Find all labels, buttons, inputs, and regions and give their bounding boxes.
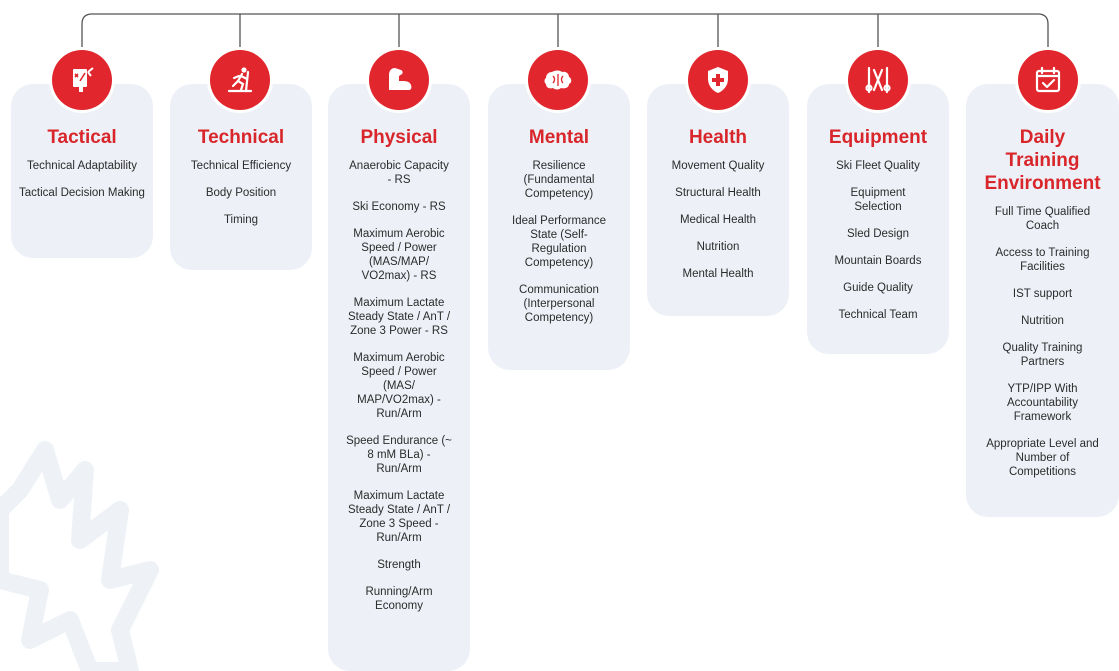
column-health: Health Movement Quality Structural Healt… [647, 84, 789, 316]
list-item: Appropriate Level and Number of Competit… [986, 438, 1099, 478]
column-title: Technical [197, 127, 285, 148]
list-item: YTP/IPP With Accountability Framework [1007, 383, 1078, 423]
list-item: Mountain Boards [834, 255, 922, 267]
list-item: Communication (Interpersonal Competency) [519, 284, 599, 324]
column-title: Daily Training Environment [984, 127, 1101, 194]
column-physical: Physical Anaerobic Capacity - RS Ski Eco… [328, 84, 470, 671]
list-item: Technical Efficiency [190, 160, 292, 172]
list-item: Nutrition [1021, 315, 1064, 327]
list-item: Guide Quality [843, 282, 913, 294]
column-tactical: Tactical Technical Adaptability Tactical… [11, 84, 153, 258]
list-item: Running/Arm Economy [365, 586, 433, 612]
item-list: Ski Fleet Quality Equipment Selection Sl… [807, 159, 949, 322]
list-item: Maximum Lactate Steady State / AnT / Zon… [347, 490, 451, 544]
item-list: Resilience (Fundamental Competency) Idea… [488, 159, 630, 325]
column-title: Mental [528, 127, 590, 148]
list-item: Sled Design [846, 228, 909, 240]
column-technical: Technical Technical Efficiency Body Posi… [170, 84, 312, 270]
item-list: Full Time Qualified Coach Access to Trai… [966, 205, 1119, 479]
ski-poles-icon [848, 50, 908, 110]
list-item: Nutrition [696, 241, 740, 253]
list-item: Speed Endurance (~ 8 mM BLa) - Run/Arm [346, 435, 452, 475]
list-item: Quality Training Partners [1002, 342, 1083, 368]
list-item: Equipment Selection [850, 187, 906, 213]
list-item: Body Position [205, 187, 277, 199]
list-item: Technical Adaptability [27, 160, 137, 172]
medical-shield-icon [688, 50, 748, 110]
column-title: Physical [360, 127, 438, 148]
list-item: Ski Economy - RS [352, 201, 446, 213]
list-item: Access to Training Facilities [995, 247, 1090, 273]
list-item: Medical Health [679, 214, 757, 226]
maple-leaf-watermark [0, 441, 159, 671]
list-item: Technical Team [838, 309, 918, 321]
list-item: Structural Health [675, 187, 761, 199]
list-item: Full Time Qualified Coach [994, 206, 1091, 232]
list-item: Maximum Aerobic Speed / Power (MAS/MAP/ … [353, 228, 445, 282]
column-title: Equipment [828, 127, 928, 148]
list-item: Mental Health [682, 268, 754, 280]
brain-icon [528, 50, 588, 110]
flexed-arm-icon [369, 50, 429, 110]
list-item: Anaerobic Capacity - RS [349, 160, 449, 186]
connector-lines [81, 13, 1049, 52]
list-item: Tactical Decision Making [19, 187, 145, 199]
skier-icon [210, 50, 270, 110]
column-mental: Mental Resilience (Fundamental Competenc… [488, 84, 630, 370]
column-equipment: Equipment Ski Fleet Quality Equipment Se… [807, 84, 949, 354]
item-list: Movement Quality Structural Health Medic… [647, 159, 789, 281]
list-item: Ski Fleet Quality [836, 160, 920, 172]
column-daily-training-environment: Daily Training Environment Full Time Qua… [966, 84, 1119, 517]
calendar-check-icon [1018, 50, 1078, 110]
list-item: IST support [1012, 288, 1073, 300]
list-item: Strength [377, 559, 421, 571]
item-list: Technical Efficiency Body Position Timin… [170, 159, 312, 227]
list-item: Movement Quality [671, 160, 765, 172]
item-list: Anaerobic Capacity - RS Ski Economy - RS… [328, 159, 470, 613]
list-item: Resilience (Fundamental Competency) [523, 160, 595, 200]
tactical-board-icon [52, 50, 112, 110]
item-list: Technical Adaptability Tactical Decision… [11, 159, 153, 200]
list-item: Maximum Lactate Steady State / AnT / Zon… [347, 297, 451, 337]
list-item: Ideal Performance State (Self-Regulation… [512, 215, 606, 269]
column-title: Health [688, 127, 748, 148]
list-item: Timing [223, 214, 259, 226]
list-item: Maximum Aerobic Speed / Power (MAS/ MAP/… [353, 352, 445, 420]
column-title: Tactical [47, 127, 117, 148]
